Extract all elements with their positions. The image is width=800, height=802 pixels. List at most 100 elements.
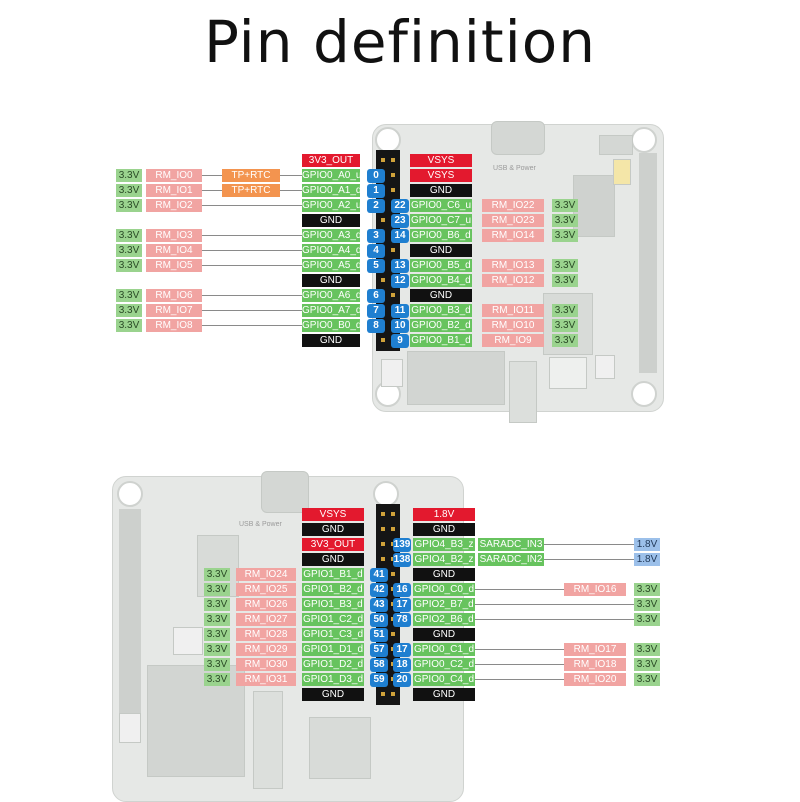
voltage-label: 3.3V — [116, 229, 142, 242]
rf-connector — [549, 357, 587, 389]
pin-number: 13 — [391, 259, 409, 273]
rm-label: RM_IO29 — [236, 643, 296, 656]
connector-line — [202, 190, 222, 191]
pin-number: 58 — [370, 658, 388, 672]
left-pin-label: GND — [302, 523, 364, 536]
voltage-label: 3.3V — [552, 274, 578, 287]
voltage-label: 3.3V — [204, 673, 230, 686]
mount-hole — [631, 381, 657, 407]
right-pin-label: GND — [410, 244, 472, 257]
rm-label: RM_IO30 — [236, 658, 296, 671]
rm-label: RM_IO6 — [146, 289, 202, 302]
left-pin-label: GND — [302, 214, 360, 227]
left-pin-label: GND — [302, 688, 364, 701]
pin-number: 0 — [367, 169, 385, 183]
left-pin-label: GPIO1_D3_d — [302, 673, 364, 686]
pin-number: 12 — [391, 274, 409, 288]
header-pin — [391, 173, 395, 177]
right-pin-label: GPIO0_B1_d — [410, 334, 472, 347]
pin-number: 78 — [393, 613, 411, 627]
left-pin-label: GPIO1_B2_d — [302, 583, 364, 596]
voltage-label: 3.3V — [552, 304, 578, 317]
connector-line — [544, 544, 634, 545]
right-pin-label: GPIO0_C0_d — [413, 583, 475, 596]
connector — [613, 159, 631, 185]
pin-number: 51 — [370, 628, 388, 642]
right-pin-label: GPIO0_B5_d — [410, 259, 472, 272]
connector-line — [280, 190, 302, 191]
connector-line — [475, 619, 634, 620]
ethernet-jack — [407, 351, 505, 405]
rm-label: RM_IO12 — [482, 274, 544, 287]
connector-line — [202, 175, 222, 176]
voltage-label: 3.3V — [552, 334, 578, 347]
rm-label: RM_IO10 — [482, 319, 544, 332]
header-pin — [391, 527, 395, 531]
left-pin-label: GND — [302, 334, 360, 347]
pin-number: 6 — [367, 289, 385, 303]
right-pin-label: GPIO0_C7_u — [410, 214, 472, 227]
voltage-label: 3.3V — [634, 613, 660, 626]
pin-number: 139 — [393, 538, 411, 552]
right-pin-label: GPIO4_B2_z — [413, 553, 475, 566]
left-pin-label: VSYS — [302, 508, 364, 521]
connector-line — [202, 250, 302, 251]
connector-line — [202, 295, 302, 296]
connector-line — [202, 205, 302, 206]
pin-number: 9 — [391, 334, 409, 348]
voltage-label: 3.3V — [204, 598, 230, 611]
voltage-label: 3.3V — [634, 643, 660, 656]
right-pin-label: GPIO0_B2_d — [410, 319, 472, 332]
header-pin — [381, 542, 385, 546]
left-pin-label: 3V3_OUT — [302, 538, 364, 551]
left-pin-label: GPIO0_A4_d — [302, 244, 360, 257]
right-pin-label: GPIO2_B7_d — [413, 598, 475, 611]
pin-number: 57 — [370, 643, 388, 657]
voltage-label: 3.3V — [552, 214, 578, 227]
pin-number: 8 — [367, 319, 385, 333]
left-pin-label: GND — [302, 553, 364, 566]
module — [309, 717, 371, 779]
right-pin-label: GND — [413, 688, 475, 701]
header-pin — [381, 338, 385, 342]
rf-cable — [509, 361, 537, 423]
voltage-label: 3.3V — [116, 169, 142, 182]
left-pin-label: GPIO0_A6_d — [302, 289, 360, 302]
saradc-label: SARADC_IN2 — [478, 553, 544, 566]
pin-number: 41 — [370, 568, 388, 582]
right-pin-label: GPIO0_B3_d — [410, 304, 472, 317]
right-pin-label: VSYS — [410, 154, 472, 167]
pin-number: 7 — [367, 304, 385, 318]
rm-label: RM_IO16 — [564, 583, 626, 596]
pin-number: 11 — [391, 304, 409, 318]
right-pin-label: GND — [413, 523, 475, 536]
rm-label: RM_IO8 — [146, 319, 202, 332]
right-pin-label: GND — [413, 568, 475, 581]
tp-rtc-label: TP+RTC — [222, 169, 280, 182]
usb-port-small — [599, 135, 633, 155]
header-pin — [381, 278, 385, 282]
header-pin — [391, 248, 395, 252]
pin-number: 20 — [393, 673, 411, 687]
rm-label: RM_IO11 — [482, 304, 544, 317]
rm-label: RM_IO4 — [146, 244, 202, 257]
right-pin-label: GPIO0_C6_u — [410, 199, 472, 212]
right-pin-label: GND — [413, 628, 475, 641]
voltage-label: 3.3V — [116, 184, 142, 197]
left-pin-label: GPIO1_C3_d — [302, 628, 364, 641]
right-pin-label: 1.8V — [413, 508, 475, 521]
voltage-label: 3.3V — [634, 583, 660, 596]
voltage-label: 3.3V — [204, 613, 230, 626]
rm-label: RM_IO20 — [564, 673, 626, 686]
page-title: Pin definition — [203, 8, 597, 76]
rm-label: RM_IO7 — [146, 304, 202, 317]
header-pin — [391, 158, 395, 162]
voltage-label: 3.3V — [204, 568, 230, 581]
voltage-label: 3.3V — [204, 643, 230, 656]
pin-number: 23 — [391, 214, 409, 228]
pin-number: 16 — [393, 583, 411, 597]
pin-number: 17 — [393, 643, 411, 657]
connector-line — [475, 589, 564, 590]
header-pin — [391, 632, 395, 636]
pin-number: 1 — [367, 184, 385, 198]
